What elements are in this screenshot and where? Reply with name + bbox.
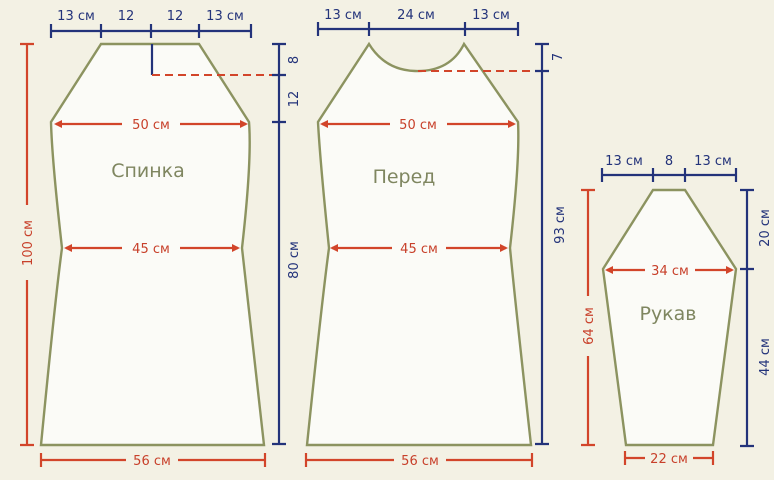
sleeve-width: 34 см xyxy=(605,264,734,279)
svg-text:7: 7 xyxy=(551,53,566,61)
back-left-ruler: 100 см xyxy=(20,42,36,447)
front-waist-width: 45 см xyxy=(330,242,508,257)
back-bottom-width: 56 см xyxy=(39,453,267,469)
svg-text:13 см: 13 см xyxy=(324,8,362,23)
sleeve-right-ruler: 20 см 44 см xyxy=(740,188,773,448)
svg-text:56 см: 56 см xyxy=(401,454,439,469)
back-armhole-label: 12 xyxy=(287,91,302,108)
sleeve-piece-title: Рукав xyxy=(639,303,696,325)
svg-text:8: 8 xyxy=(665,154,673,169)
sleeve-bottom-width: 22 см xyxy=(623,451,715,467)
back-waist-width: 45 см xyxy=(64,242,240,257)
svg-text:56 см: 56 см xyxy=(133,454,171,469)
svg-text:50 см: 50 см xyxy=(399,118,437,133)
back-top-width-3: 12 xyxy=(167,9,184,24)
svg-text:20 см: 20 см xyxy=(758,209,773,247)
svg-text:13 см: 13 см xyxy=(472,8,510,23)
svg-text:64 см: 64 см xyxy=(582,307,597,345)
svg-text:50 см: 50 см xyxy=(132,118,170,133)
back-piece-title: Спинка xyxy=(111,160,185,182)
front-piece-title: Перед xyxy=(373,166,436,188)
svg-text:13 см: 13 см xyxy=(694,154,732,169)
front-top-ruler: 13 см 24 см 13 см xyxy=(316,8,520,36)
svg-text:13 см: 13 см xyxy=(605,154,643,169)
back-outline xyxy=(39,42,266,447)
svg-text:45 см: 45 см xyxy=(400,242,438,257)
svg-text:45 см: 45 см xyxy=(132,242,170,257)
svg-text:80 см: 80 см xyxy=(287,241,302,279)
sleeve-left-ruler: 64 см xyxy=(581,188,597,447)
sleeve-outline xyxy=(601,188,738,447)
back-total-length-label: 100 см xyxy=(21,220,36,266)
back-piece: 13 см 12 12 13 см 8 12 80 см 80 см 100 с… xyxy=(20,9,303,469)
front-chest-width: 50 см xyxy=(320,118,516,133)
back-top-width-4: 13 см xyxy=(206,9,244,24)
sleeve-top-ruler: 13 см 8 13 см xyxy=(600,154,738,182)
back-top-width-1: 13 см xyxy=(57,9,95,24)
svg-text:22 см: 22 см xyxy=(650,452,688,467)
sleeve-piece: 13 см 8 13 см 20 см 44 см 64 см 34 см Ру… xyxy=(581,154,773,467)
front-outline xyxy=(305,41,533,447)
back-chest-width: 50 см xyxy=(54,118,248,133)
front-right-ruler: 7 93 см xyxy=(535,42,568,446)
svg-text:34 см: 34 см xyxy=(651,264,689,279)
back-neck-depth-label: 8 xyxy=(287,56,302,64)
front-bottom-width: 56 см xyxy=(304,453,534,469)
back-top-ruler: 13 см 12 12 13 см xyxy=(49,9,253,38)
svg-text:24 см: 24 см xyxy=(397,8,435,23)
back-top-width-2: 12 xyxy=(118,9,135,24)
front-piece: 13 см 24 см 13 см 7 93 см 50 см Перед 45… xyxy=(304,8,568,469)
svg-text:44 см: 44 см xyxy=(758,338,773,376)
svg-text:93 см: 93 см xyxy=(553,206,568,244)
